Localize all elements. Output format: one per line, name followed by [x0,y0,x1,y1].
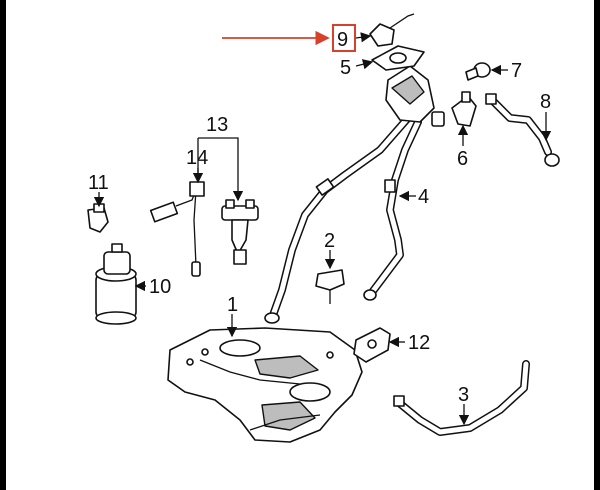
bolt-part [465,62,491,81]
callout-8: 8 [540,91,551,113]
fuel-pump-part [221,199,259,265]
sending-unit-part [353,327,391,363]
filler-hose-part [264,114,422,324]
callout-13: 13 [206,114,228,136]
sensor-part [451,91,477,127]
brace-part [393,360,530,436]
leader-lines [93,32,552,426]
right-border [594,0,600,490]
callout-1: 1 [227,294,238,316]
highlight-box [332,24,356,52]
connector-part [87,203,109,233]
callout-3: 3 [458,384,469,406]
callout-9: 9 [337,29,348,51]
filler-neck-housing [385,65,445,127]
callout-6: 6 [457,148,468,170]
gasket-part [371,45,425,71]
level-sensor-part [149,181,205,277]
callout-12: 12 [408,332,430,354]
callout-5: 5 [340,57,351,79]
callout-2: 2 [324,230,335,252]
callout-4: 4 [418,186,429,208]
fuel-tank-part [167,327,363,443]
callout-11: 11 [88,172,109,194]
canister-part [95,243,137,325]
mounting-stud-part [315,269,345,304]
callout-7: 7 [511,60,522,82]
callout-14: 14 [186,147,208,169]
fuel-cap-part [369,13,415,47]
vent-line-part [485,93,560,167]
callout-10: 10 [149,276,171,298]
left-border [0,0,6,490]
